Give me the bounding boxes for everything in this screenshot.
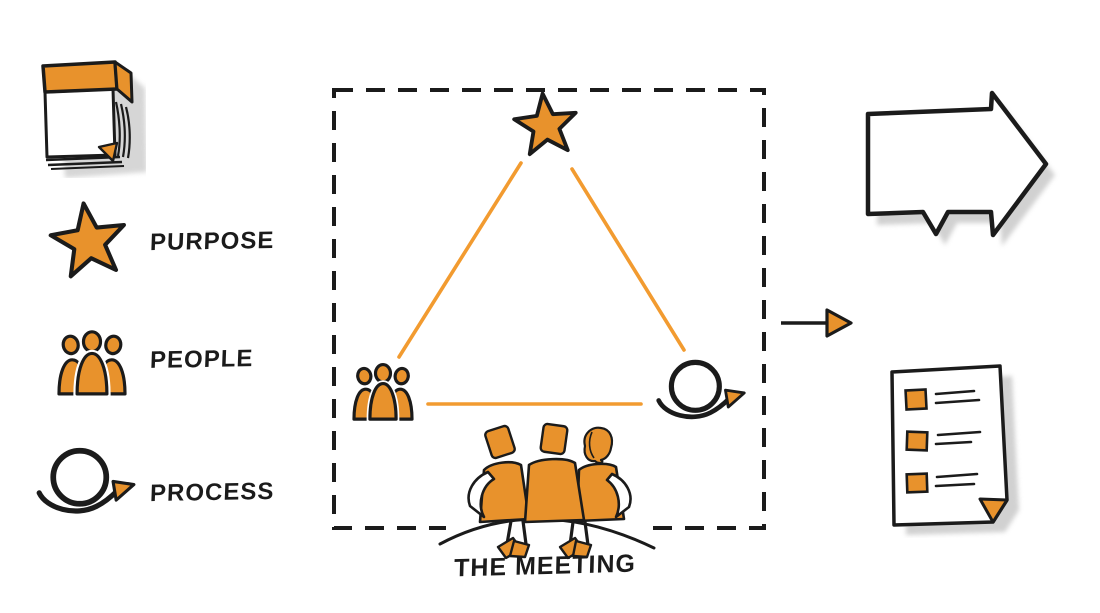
notepad-icon [41,60,146,178]
checkbox [904,388,928,411]
checkbox [905,430,929,452]
small-arrow-right-icon [781,308,853,338]
connection-purpose-people [397,161,523,359]
people-icon [352,363,414,421]
people-icon [57,330,127,396]
process-arrowhead [724,388,746,409]
figure-right-hair [583,426,614,465]
process-arrowhead [111,479,136,502]
checkbox [905,472,929,494]
notepad-fold-corner [97,141,119,163]
checklist-fold-corner [978,497,1009,524]
checklist-document-icon [890,364,1019,535]
figure-left-arm [467,470,496,519]
meeting-people-group [438,422,656,560]
diagram-caption: THE MEETING [453,549,637,583]
connection-purpose-process [570,167,686,352]
dashed-box [332,88,766,530]
figure-left-head [484,424,516,460]
star-icon [512,91,578,157]
figure-middle-body [523,457,586,524]
big-arrow-right-icon [865,90,1055,246]
star-icon [48,201,126,279]
process-loop-icon [36,447,136,514]
figure-middle-head [539,422,569,456]
process-loop-icon [656,359,746,420]
figure-right-arm [605,472,632,519]
notepad-header-side [113,60,134,104]
